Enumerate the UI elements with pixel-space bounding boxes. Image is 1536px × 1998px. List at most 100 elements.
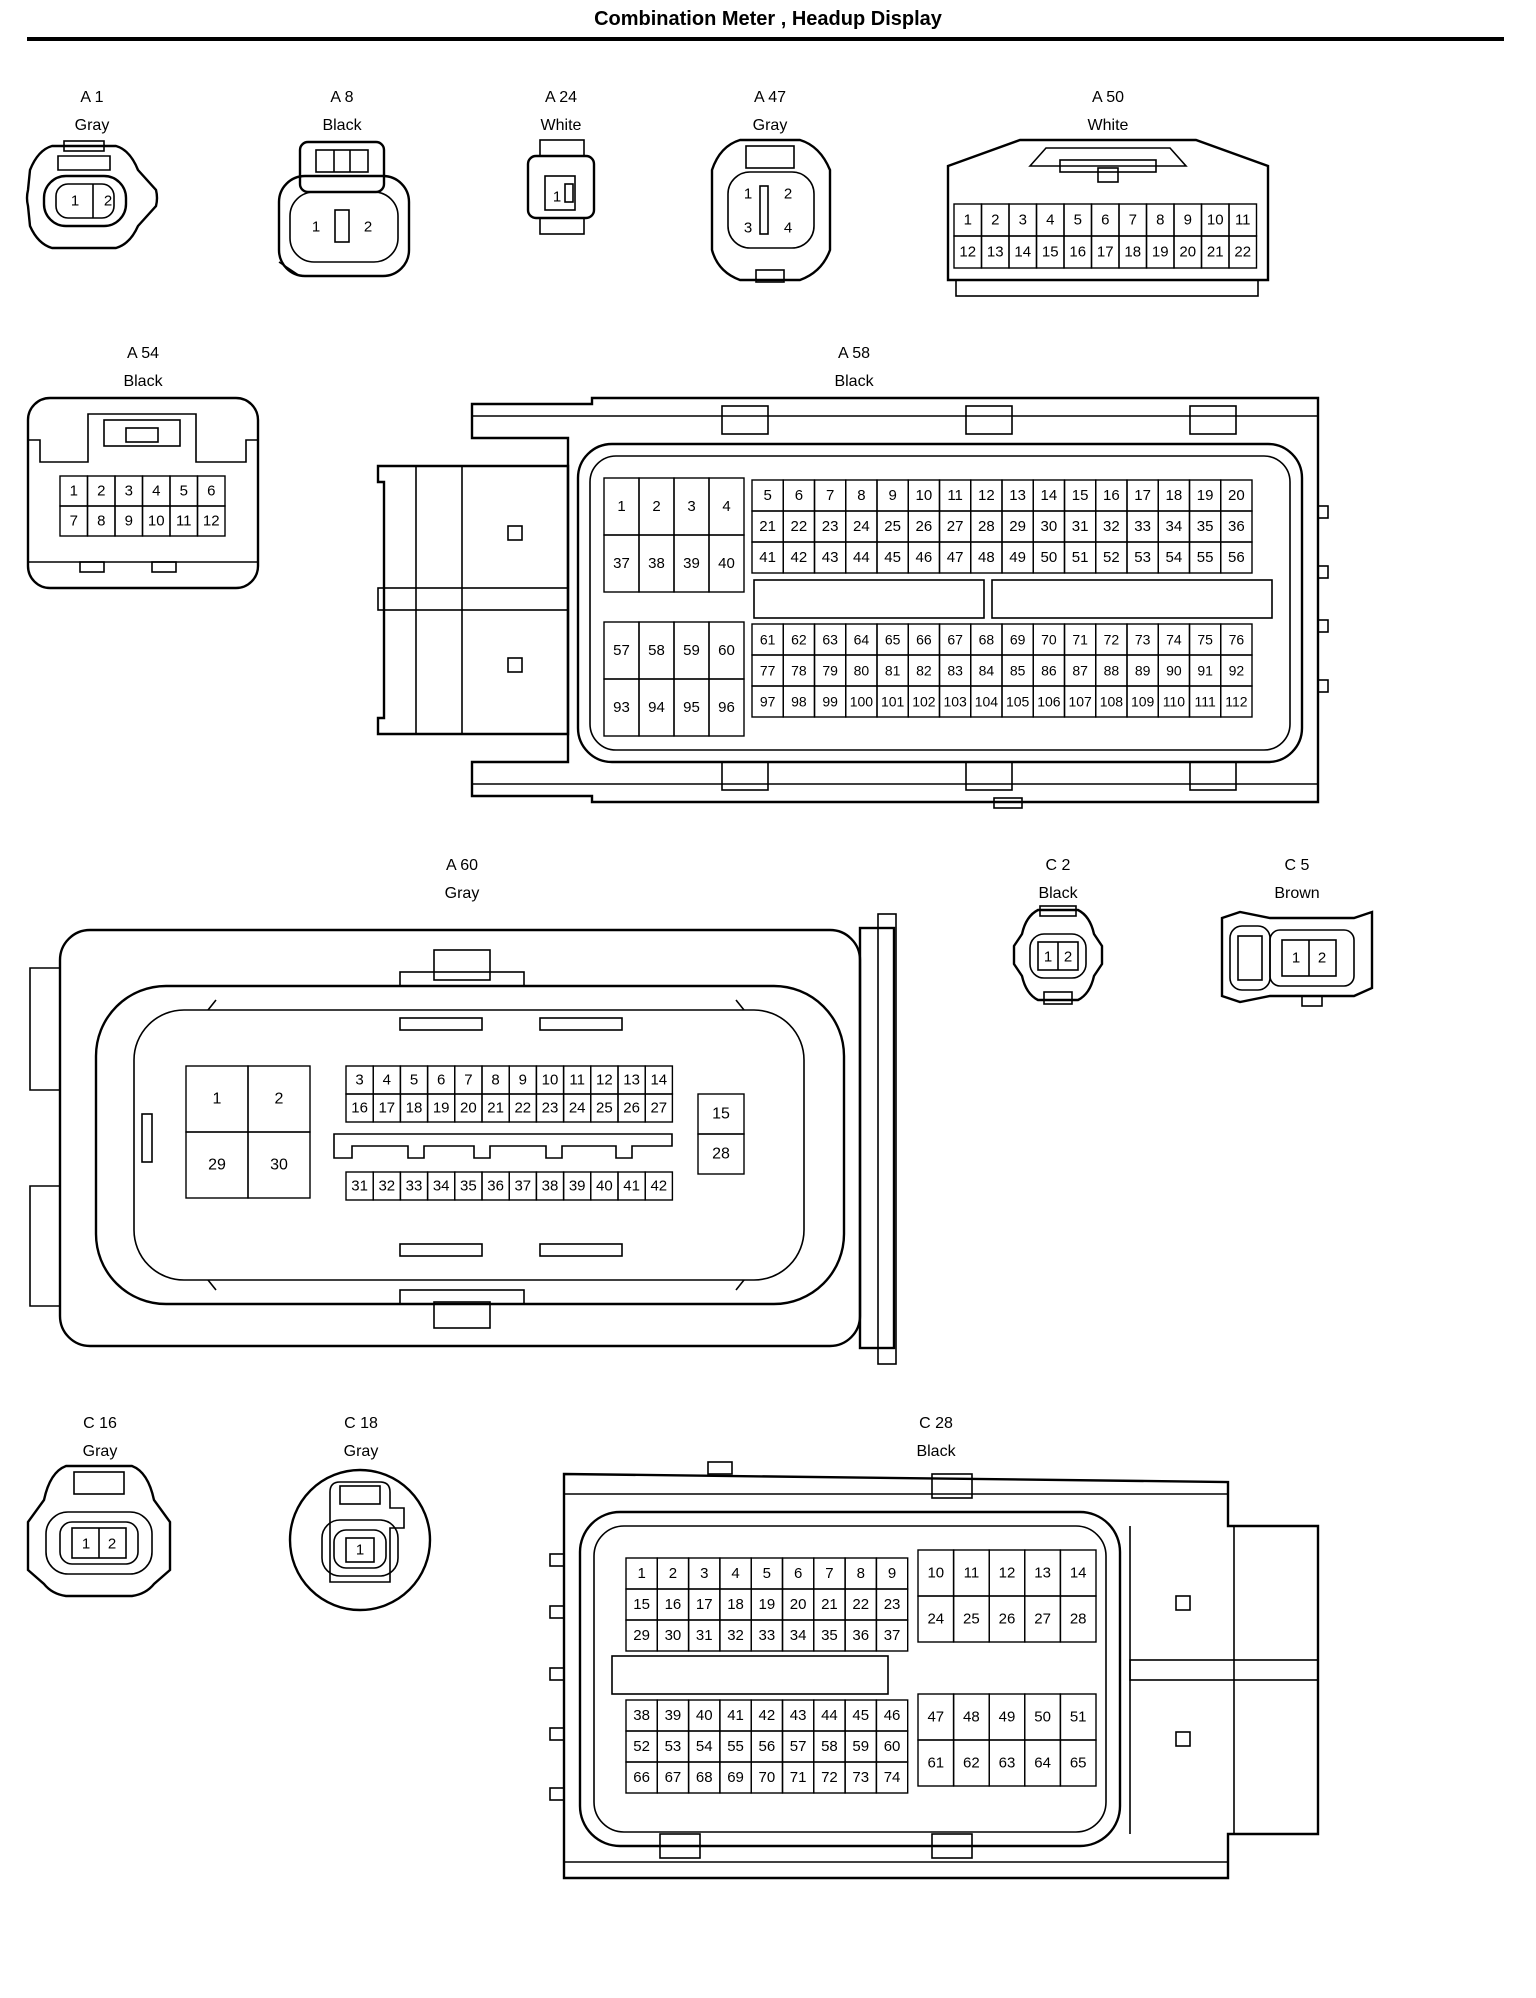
pin-number: 77 [760,663,776,679]
pin-number: 107 [1068,694,1092,710]
pin-number: 28 [978,518,995,535]
pin-number: 17 [1134,487,1151,504]
pin-number: 20 [790,1596,807,1613]
pin-number: 21 [759,518,776,535]
pin-number: 8 [97,513,105,530]
pin-number: 8 [857,487,865,504]
pin-number: 33 [759,1627,776,1644]
svg-text:1: 1 [1044,949,1052,966]
pin-number: 10 [1207,212,1224,229]
svg-text:1: 1 [312,219,320,236]
connector-a8-color: Black [322,117,362,134]
pin-number: 37 [514,1178,531,1195]
pin-number: 36 [852,1627,869,1644]
connector-a1: A 1 Gray 1 2 [25,89,159,250]
pin-number: 26 [999,1611,1016,1628]
pin-number: 83 [947,663,963,679]
pin-number: 4 [731,1565,739,1582]
pin-number: 28 [1070,1611,1087,1628]
pin-number: 18 [1166,487,1183,504]
pin-number: 33 [1134,518,1151,535]
pin-number: 39 [569,1178,586,1195]
pin-number: 43 [822,549,839,566]
pin-number: 15 [633,1596,650,1613]
pin-number: 18 [727,1596,744,1613]
connector-c2-id: C 2 [1046,857,1071,874]
pin-number: 63 [999,1755,1016,1772]
pin-number: 14 [1070,1565,1087,1582]
pin-number: 17 [696,1596,713,1613]
pin-number: 56 [1228,549,1245,566]
connector-a54-id: A 54 [127,345,159,362]
pin-number: 23 [542,1100,559,1117]
pin-number: 60 [884,1738,901,1755]
pin-number: 24 [927,1611,944,1628]
pin-number: 108 [1100,694,1124,710]
pin-number: 5 [1074,212,1082,229]
pin-number: 50 [1034,1709,1051,1726]
pin-number: 1 [213,1091,222,1108]
pin-number: 54 [1166,549,1183,566]
pin-number: 14 [1014,244,1031,261]
pin-number: 5 [180,483,188,500]
pin-number: 9 [125,513,133,530]
pin-number: 35 [460,1178,477,1195]
pin-number: 6 [207,483,215,500]
svg-text:2: 2 [104,193,112,210]
pin-number: 12 [596,1072,613,1089]
svg-text:1: 1 [356,1542,364,1559]
pin-number: 69 [1010,632,1026,648]
connector-a60-color: Gray [445,885,480,902]
pin-number: 76 [1229,632,1245,648]
connector-a47: A 47 Gray 1 2 3 4 [710,89,832,283]
connector-a1-color: Gray [75,117,110,134]
pin-number: 15 [1072,487,1089,504]
svg-text:2: 2 [364,219,372,236]
pin-number: 62 [791,632,807,648]
pin-number: 81 [885,663,901,679]
pin-number: 34 [433,1178,450,1195]
svg-text:1: 1 [82,1536,90,1553]
pin-number: 12 [203,513,220,530]
connector-a1-id: A 1 [80,89,103,106]
pin-number: 74 [884,1769,901,1786]
pin-number: 5 [763,487,771,504]
connector-c5: C 5 Brown 1 2 [1220,857,1374,1007]
pin-number: 47 [927,1709,944,1726]
pin-number: 29 [208,1157,226,1174]
pin-number: 6 [794,1565,802,1582]
pin-number: 3 [700,1565,708,1582]
pin-number: 3 [125,483,133,500]
pin-number: 40 [596,1178,613,1195]
pin-number: 41 [759,549,776,566]
pin-number: 62 [963,1755,980,1772]
pin-number: 59 [683,642,700,659]
svg-text:2: 2 [108,1536,116,1553]
pin-number: 24 [569,1100,586,1117]
pin-number: 12 [978,487,995,504]
svg-text:4: 4 [784,220,792,237]
connector-a24: A 24 White 1 [526,89,596,235]
pin-number: 70 [759,1769,776,1786]
pin-number: 33 [406,1178,423,1195]
pin-number: 55 [1197,549,1214,566]
pin-number: 9 [888,487,896,504]
pin-number: 48 [978,549,995,566]
pin-number: 36 [1228,518,1245,535]
pin-number: 57 [790,1738,807,1755]
pin-number: 91 [1197,663,1213,679]
pin-number: 59 [852,1738,869,1755]
pin-number: 23 [822,518,839,535]
pin-number: 48 [963,1709,980,1726]
pin-number: 1 [964,212,972,229]
pin-number: 9 [888,1565,896,1582]
pin-number: 5 [410,1072,418,1089]
pin-number: 45 [884,549,901,566]
pin-number: 17 [378,1100,395,1117]
pin-number: 1 [637,1565,645,1582]
pin-number: 19 [1197,487,1214,504]
pin-number: 60 [718,642,735,659]
pin-number: 31 [696,1627,713,1644]
pin-number: 30 [270,1157,288,1174]
